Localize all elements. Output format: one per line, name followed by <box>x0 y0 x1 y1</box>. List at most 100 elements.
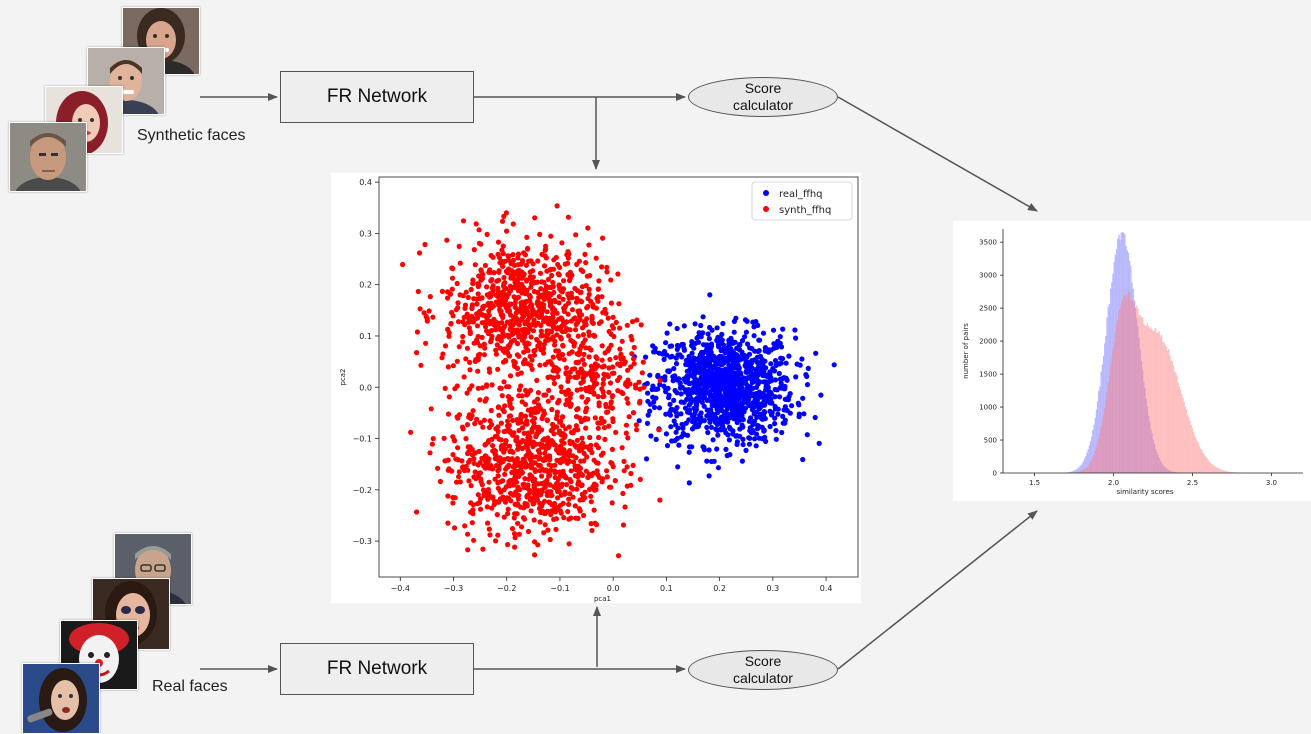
scatter-point <box>487 532 492 537</box>
scatter-point <box>608 485 613 490</box>
scatter-point <box>457 412 462 417</box>
scatter-point <box>537 363 542 368</box>
scatter-point <box>744 370 749 375</box>
scatter-point <box>611 315 616 320</box>
scatter-point <box>679 354 684 359</box>
scatter-point <box>499 421 504 426</box>
scatter-point <box>576 334 581 339</box>
scatter-point <box>470 281 475 286</box>
scatter-point <box>525 348 530 353</box>
scatter-point <box>480 385 485 390</box>
scatter-point <box>532 539 537 544</box>
scatter-point <box>430 442 435 447</box>
scatter-point <box>578 290 583 295</box>
scatter-point <box>804 374 809 379</box>
scatter-point <box>756 423 761 428</box>
scatter-point <box>733 316 738 321</box>
scatter-point <box>519 370 524 375</box>
scatter-point <box>515 511 520 516</box>
scatter-point <box>747 345 752 350</box>
scatter-point <box>449 265 454 270</box>
scatter-point <box>502 403 507 408</box>
scatter-point <box>479 269 484 274</box>
scatter-point <box>625 401 630 406</box>
scatter-point <box>416 289 421 294</box>
scatter-point <box>805 382 810 387</box>
scatter-point <box>466 478 471 483</box>
scatter-point <box>451 313 456 318</box>
scatter-point <box>725 357 730 362</box>
scatter-point <box>508 498 513 503</box>
scatter-point <box>770 410 775 415</box>
scatter-point <box>600 236 605 241</box>
scatter-point <box>455 359 460 364</box>
scatter-point <box>524 263 529 268</box>
scatter-point <box>671 398 676 403</box>
scatter-point <box>562 490 567 495</box>
scatter-point <box>624 396 629 401</box>
scatter-point <box>438 479 443 484</box>
scatter-point <box>491 304 496 309</box>
scatter-point <box>482 352 487 357</box>
scatter-point <box>753 393 758 398</box>
scatter-point <box>507 423 512 428</box>
scatter-point <box>768 361 773 366</box>
scatter-point <box>468 331 473 336</box>
histogram-bar <box>1167 351 1168 473</box>
scatter-point <box>574 407 579 412</box>
scatter-point <box>511 430 516 435</box>
scatter-point <box>754 360 759 365</box>
scatter-point <box>546 445 551 450</box>
scatter-point <box>563 426 568 431</box>
scatter-point <box>531 479 536 484</box>
scatter-point <box>681 346 686 351</box>
scatter-point <box>527 315 532 320</box>
scatter-point <box>770 366 775 371</box>
scatter-point <box>618 352 623 357</box>
real-faces-caption: Real faces <box>152 678 228 696</box>
scatter-point <box>563 392 568 397</box>
scatter-point <box>559 511 564 516</box>
scatter-point <box>609 332 614 337</box>
histogram-bar <box>1091 460 1092 473</box>
scatter-point <box>511 221 516 226</box>
scatter-point <box>650 384 655 389</box>
scatter-point <box>485 232 490 237</box>
scatter-point <box>768 424 773 429</box>
scatter-point <box>481 487 486 492</box>
scatter-point <box>476 473 481 478</box>
scatter-point <box>530 429 535 434</box>
scatter-point <box>526 477 531 482</box>
scatter-point <box>535 258 540 263</box>
scatter-point <box>653 349 658 354</box>
scatter-point <box>547 462 552 467</box>
scatter-point <box>408 430 413 435</box>
scatter-point <box>583 416 588 421</box>
scatter-point <box>496 413 501 418</box>
scatter-point <box>700 444 705 449</box>
scatter-point <box>503 286 508 291</box>
histogram-bar <box>1083 470 1084 473</box>
scatter-point <box>536 488 541 493</box>
scatter-point <box>470 520 475 525</box>
scatter-point <box>610 447 615 452</box>
scatter-point <box>733 405 738 410</box>
scatter-point <box>711 393 716 398</box>
scatter-point <box>517 387 522 392</box>
scatter-point <box>789 403 794 408</box>
scatter-point <box>505 464 510 469</box>
scatter-point <box>559 240 564 245</box>
scatter-point <box>570 307 575 312</box>
scatter-point <box>805 432 810 437</box>
scatter-point <box>730 428 735 433</box>
scatter-point <box>583 345 588 350</box>
scatter-point <box>711 385 716 390</box>
scatter-point <box>577 308 582 313</box>
scatter-point <box>599 264 604 269</box>
scatter-point <box>505 428 510 433</box>
scatter-point <box>602 437 607 442</box>
scatter-point <box>559 336 564 341</box>
scatter-point <box>622 468 627 473</box>
histogram-bar <box>1221 470 1222 473</box>
scatter-point <box>692 376 697 381</box>
